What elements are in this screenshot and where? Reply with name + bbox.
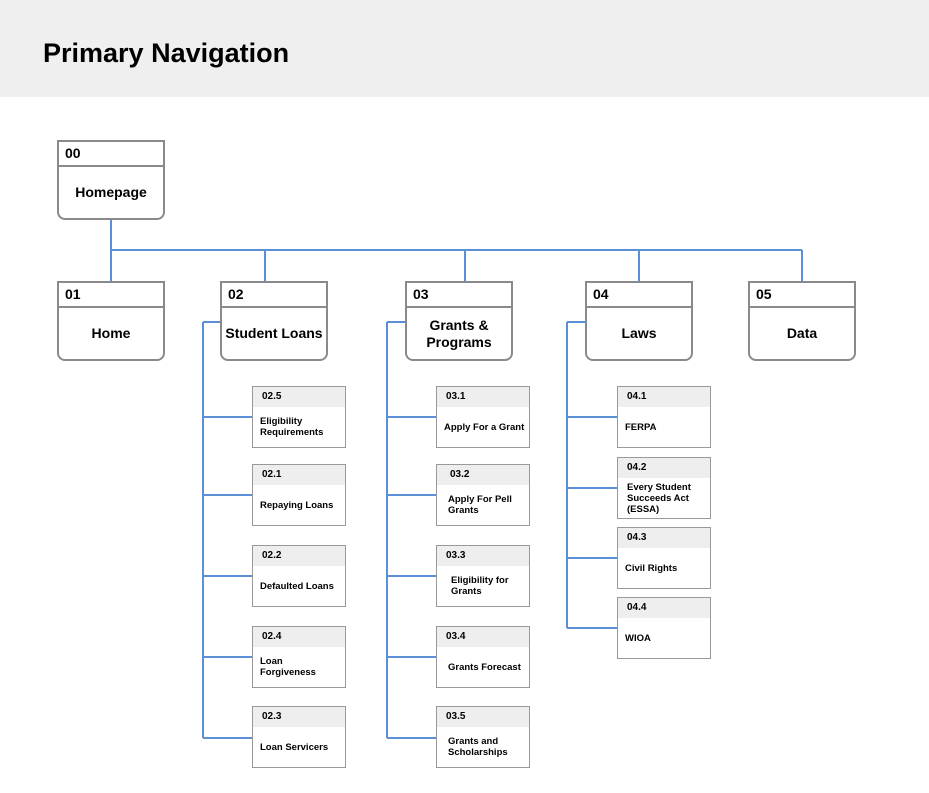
node-repaying-loans[interactable]: 02.1 Repaying Loans (252, 464, 346, 526)
node-grants-programs[interactable]: 03 Grants & Programs (405, 281, 513, 361)
node-label: Home (91, 325, 131, 341)
node-number: 02 (222, 283, 326, 308)
node-civil-rights[interactable]: 04.3 Civil Rights (617, 527, 711, 589)
node-label: Repaying Loans (260, 499, 334, 511)
node-number: 03 (407, 283, 511, 308)
node-eligibility-for-grants[interactable]: 03.3 Eligibility for Grants (436, 545, 530, 607)
node-defaulted-loans[interactable]: 02.2 Defaulted Loans (252, 545, 346, 607)
node-label: Defaulted Loans (260, 580, 334, 592)
node-label: Data (786, 325, 818, 341)
node-label: Grants & Programs (426, 316, 492, 350)
node-label: Apply For a Grant (444, 421, 525, 433)
node-label: Eligibility for Grants (451, 575, 509, 597)
node-label: Eligibility Requirements (260, 416, 324, 438)
node-number: 02.5 (253, 387, 345, 407)
node-grants-forecast[interactable]: 03.4 Grants Forecast (436, 626, 530, 688)
node-label: Every Student Succeeds Act (ESSA) (627, 481, 691, 515)
node-apply-for-pell-grants[interactable]: 03.2 Apply For Pell Grants (436, 464, 530, 526)
node-label: Apply For Pell Grants (448, 494, 512, 516)
node-number: 04.4 (618, 598, 710, 618)
node-apply-for-a-grant[interactable]: 03.1 Apply For a Grant (436, 386, 530, 448)
node-number: 03.2 (437, 465, 529, 485)
node-number: 03.1 (437, 387, 529, 407)
page-header: Primary Navigation (0, 0, 929, 97)
node-number: 04.2 (618, 458, 710, 478)
node-number: 01 (59, 283, 163, 308)
node-label: Student Loans (225, 325, 323, 341)
node-label: Homepage (75, 184, 147, 200)
node-number: 04.1 (618, 387, 710, 407)
node-number: 02.2 (253, 546, 345, 566)
node-grants-and-scholarships[interactable]: 03.5 Grants and Scholarships (436, 706, 530, 768)
node-home[interactable]: 01 Home (57, 281, 165, 361)
node-number: 02.3 (253, 707, 345, 727)
node-number: 02.1 (253, 465, 345, 485)
node-label: Laws (621, 325, 657, 341)
node-student-loans[interactable]: 02 Student Loans (220, 281, 328, 361)
node-label: Loan Forgiveness (260, 656, 316, 678)
node-ferpa[interactable]: 04.1 FERPA (617, 386, 711, 448)
node-label: Grants Forecast (448, 661, 521, 673)
node-eligibility-requirements[interactable]: 02.5 Eligibility Requirements (252, 386, 346, 448)
node-number: 05 (750, 283, 854, 308)
node-number: 02.4 (253, 627, 345, 647)
page-title: Primary Navigation (43, 38, 290, 68)
node-number: 03.5 (437, 707, 529, 727)
node-loan-forgiveness[interactable]: 02.4 Loan Forgiveness (252, 626, 346, 688)
node-essa[interactable]: 04.2 Every Student Succeeds Act (ESSA) (617, 457, 711, 519)
node-number: 04 (587, 283, 691, 308)
node-label: Loan Servicers (260, 741, 329, 753)
node-label: Civil Rights (625, 562, 678, 574)
node-number: 04.3 (618, 528, 710, 548)
node-number: 03.4 (437, 627, 529, 647)
node-label: FERPA (625, 421, 657, 433)
node-number: 03.3 (437, 546, 529, 566)
node-laws[interactable]: 04 Laws (585, 281, 693, 361)
node-label: WIOA (625, 632, 651, 644)
node-number: 00 (59, 142, 163, 167)
node-data[interactable]: 05 Data (748, 281, 856, 361)
node-label: Grants and Scholarships (448, 736, 508, 758)
node-loan-servicers[interactable]: 02.3 Loan Servicers (252, 706, 346, 768)
node-homepage[interactable]: 00 Homepage (57, 140, 165, 220)
node-wioa[interactable]: 04.4 WIOA (617, 597, 711, 659)
